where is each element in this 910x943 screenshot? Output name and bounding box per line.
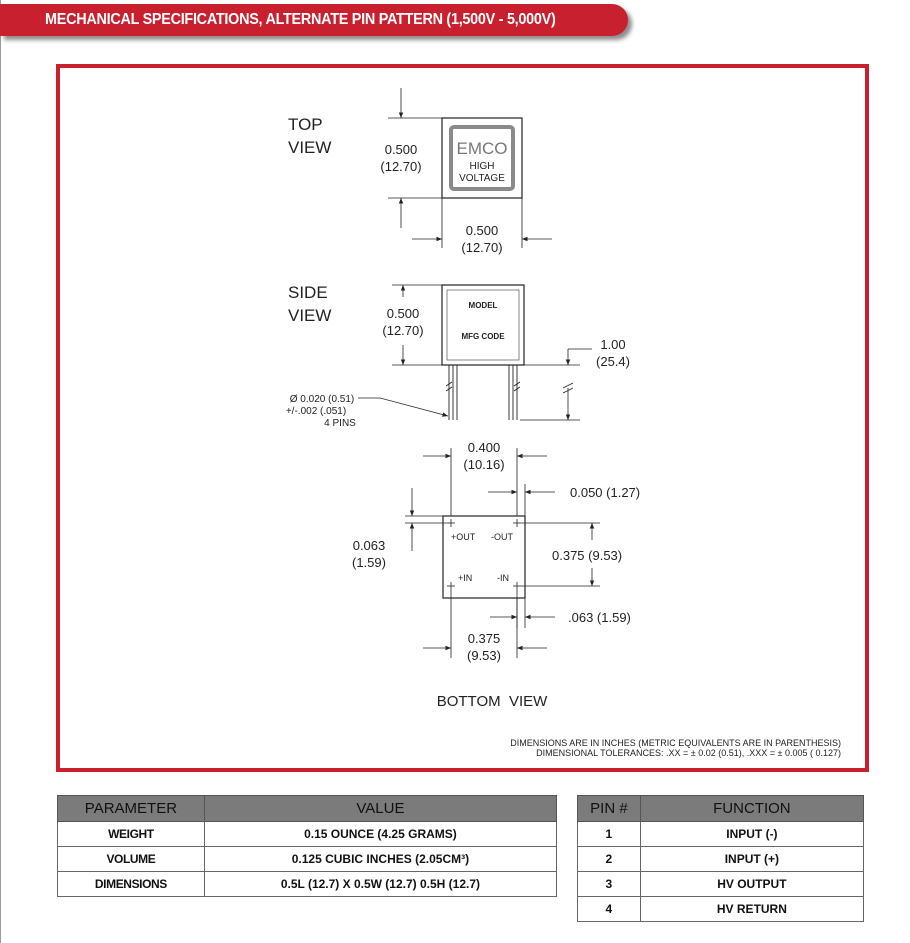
param-value-volume: 0.125 CUBIC INCHES (2.05CM³) — [203, 846, 558, 872]
pin-count-note: 4 PINS — [324, 418, 356, 429]
top-height-dim-mm: (12.70) — [380, 159, 421, 174]
column-header-function: FUNCTION — [639, 795, 865, 822]
pin-label-minus-in: -IN — [497, 573, 509, 583]
pin-number: 1 — [577, 821, 641, 847]
param-value-weight: 0.15 OUNCE (4.25 GRAMS) — [203, 821, 558, 847]
side-view-label-2: VIEW — [288, 306, 331, 325]
side-height-dim-mm: (12.70) — [382, 323, 423, 338]
column-header-parameter: PARAMETER — [57, 795, 205, 822]
emco-logo-brand: EMCO — [457, 139, 508, 158]
pin-number: 3 — [577, 871, 641, 897]
param-name-volume: VOLUME — [57, 846, 205, 872]
table-row: WEIGHT 0.15 OUNCE (4.25 GRAMS) — [57, 821, 558, 847]
pin-function-table: PIN # FUNCTION 1 INPUT (-) 2 INPUT (+) 3… — [577, 795, 865, 922]
pin-function: HV RETURN — [639, 896, 865, 922]
section-title: MECHANICAL SPECIFICATIONS, ALTERNATE PIN… — [45, 11, 556, 28]
side-pins — [445, 365, 521, 420]
emco-logo-line1: HIGH — [470, 161, 495, 172]
pin-label-minus-out: -OUT — [491, 532, 513, 542]
pin-length-dim: 1.00 — [600, 337, 625, 352]
emco-logo-line2: VOLTAGE — [459, 173, 505, 184]
bottom-offset-dim: .063 (1.59) — [568, 610, 631, 625]
pin-function: INPUT (+) — [639, 846, 865, 872]
pin-number: 4 — [577, 896, 641, 922]
left-offset-dim: 0.063 — [353, 538, 386, 553]
bottom-spacing-dim-mm: (10.16) — [463, 457, 504, 472]
table-row: DIMENSIONS 0.5L (12.7) X 0.5W (12.7) 0.5… — [57, 871, 558, 897]
bottom-pin-markers — [447, 519, 521, 590]
bottom-view-body — [442, 515, 526, 599]
top-view-label: TOP — [288, 115, 323, 134]
param-name-weight: WEIGHT — [57, 821, 205, 847]
horizontal-pitch-dim: 0.375 — [468, 631, 501, 646]
bottom-view-label: BOTTOM VIEW — [437, 693, 548, 710]
pin-function: HV OUTPUT — [639, 871, 865, 897]
pin-label-plus-out: +OUT — [451, 532, 476, 542]
edge-offset-dim: 0.050 (1.27) — [570, 485, 640, 500]
top-height-dim: 0.500 — [385, 142, 418, 157]
column-header-value: VALUE — [203, 795, 558, 822]
bottom-spacing-dim: 0.400 — [468, 440, 501, 455]
tolerances-note: DIMENSIONAL TOLERANCES: .XX = ± 0.02 (0.… — [536, 748, 841, 758]
side-body-model: MODEL — [469, 301, 498, 310]
table-row: 3 HV OUTPUT — [577, 871, 865, 897]
side-height-dim: 0.500 — [387, 306, 420, 321]
top-view-label-2: VIEW — [288, 138, 331, 157]
top-width-dim-mm: (12.70) — [461, 240, 502, 255]
param-value-dimensions: 0.5L (12.7) X 0.5W (12.7) 0.5H (12.7) — [203, 871, 558, 897]
top-width-dim: 0.500 — [466, 223, 499, 238]
horizontal-pitch-dim-mm: (9.53) — [467, 648, 501, 663]
side-body-mfg: MFG CODE — [461, 332, 505, 341]
side-view-body — [441, 284, 525, 366]
mechanical-drawing-frame: TOP VIEW EMCO HIGH VOLTAGE 0.500 (12.70)… — [56, 64, 869, 772]
table-row: 1 INPUT (-) — [577, 821, 865, 847]
pin-label-plus-in: +IN — [458, 573, 472, 583]
table-row: 4 HV RETURN — [577, 896, 865, 922]
pin-function: INPUT (-) — [639, 821, 865, 847]
emco-logo-frame — [449, 125, 515, 191]
table-header-row: PARAMETER VALUE — [57, 795, 558, 822]
top-view-body — [441, 117, 523, 199]
left-offset-dim-mm: (1.59) — [352, 555, 386, 570]
dimensions-note: DIMENSIONS ARE IN INCHES (METRIC EQUIVAL… — [510, 738, 841, 748]
pin-tolerance-note: +/-.002 (.051) — [286, 406, 346, 417]
left-page-rule — [0, 0, 1, 943]
parameters-table: PARAMETER VALUE WEIGHT 0.15 OUNCE (4.25 … — [57, 795, 558, 897]
vertical-pitch-dim: 0.375 (9.53) — [552, 548, 622, 563]
pin-diameter-note: Ø 0.020 (0.51) — [290, 394, 354, 405]
section-header-banner: MECHANICAL SPECIFICATIONS, ALTERNATE PIN… — [0, 4, 628, 36]
pin-number: 2 — [577, 846, 641, 872]
pin-length-dim-mm: (25.4) — [596, 354, 630, 369]
table-header-row: PIN # FUNCTION — [577, 795, 865, 822]
table-row: 2 INPUT (+) — [577, 846, 865, 872]
mechanical-drawing: TOP VIEW EMCO HIGH VOLTAGE 0.500 (12.70)… — [286, 88, 841, 758]
column-header-pin: PIN # — [577, 795, 641, 822]
table-row: VOLUME 0.125 CUBIC INCHES (2.05CM³) — [57, 846, 558, 872]
side-view-label: SIDE — [288, 283, 328, 302]
param-name-dimensions: DIMENSIONS — [57, 871, 205, 897]
